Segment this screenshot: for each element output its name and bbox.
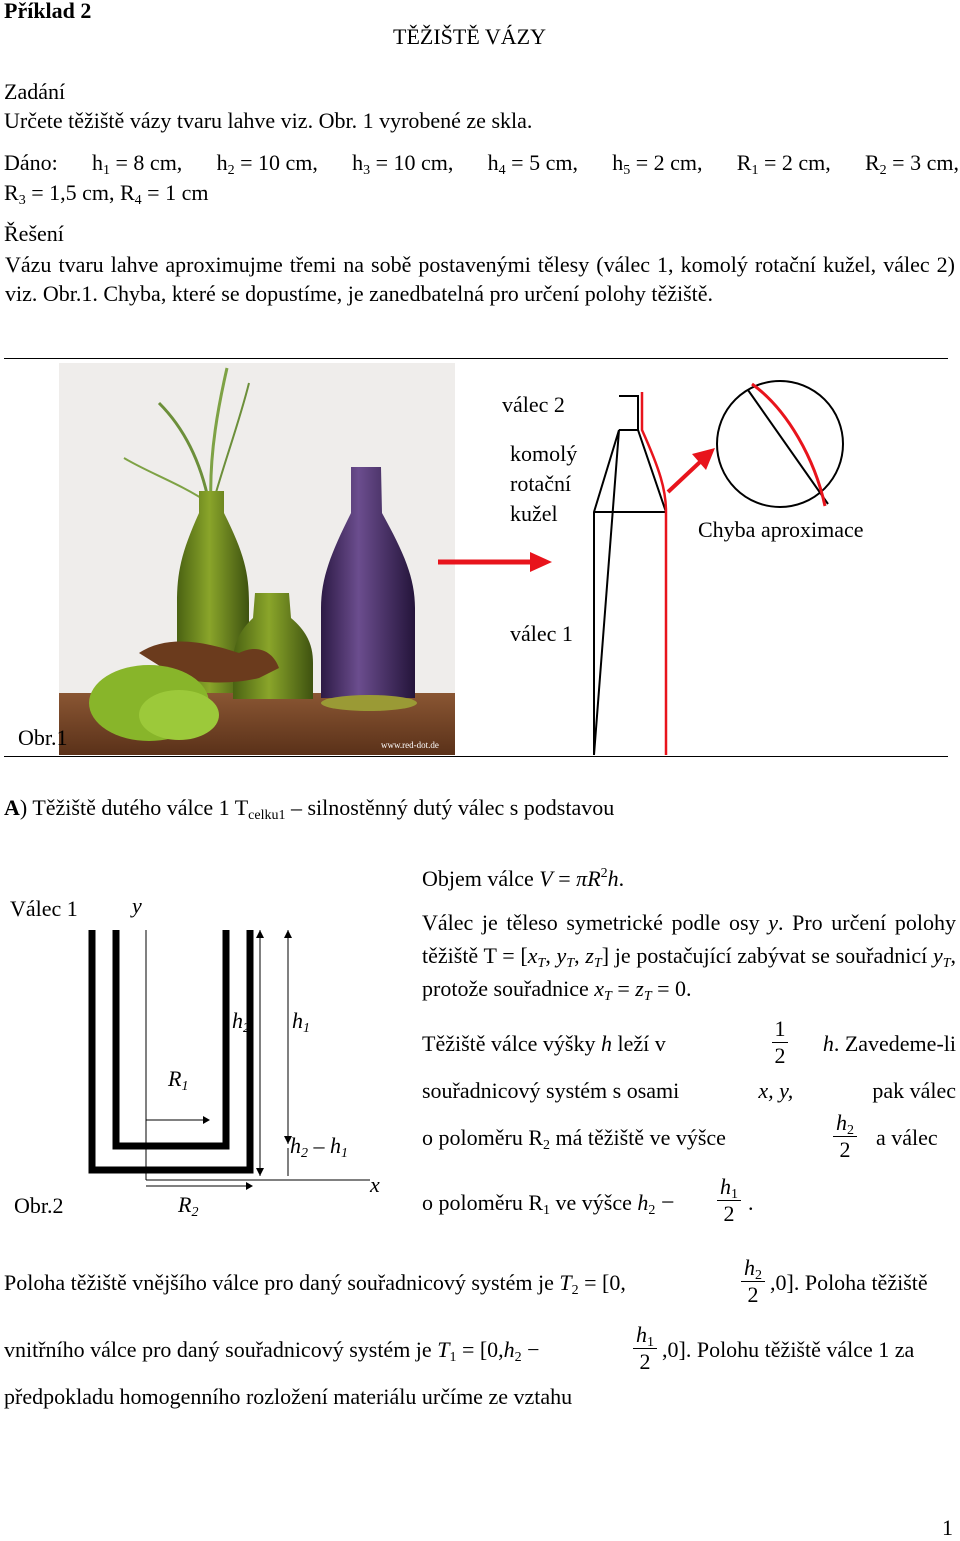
given-r4: R4 = 1 cm (119, 180, 209, 208)
given-r2: R2 = 3 cm, (864, 150, 959, 178)
error-circle (716, 380, 844, 508)
label-valec-1: válec 1 (510, 621, 573, 646)
label-r1: R1 (168, 1066, 189, 1094)
figure-bottom-rule (4, 756, 948, 757)
axis-x-label: x (370, 1172, 380, 1197)
given-h3: h3 = 10 cm, (352, 150, 454, 178)
centroid-line-2: souřadnicový systém s osami x, y, pak vá… (422, 1078, 956, 1103)
figure-2-title: Válec 1 (10, 896, 78, 921)
vase-photo: www.red-dot.de (59, 363, 455, 755)
label-h2-minus-h1: h2 – h1 (290, 1133, 348, 1161)
given-line-2: R3 = 1,5 cm, R4 = 1 cm (4, 180, 209, 208)
reseni-heading: Řešení (4, 221, 64, 246)
given-h2: h2 = 10 cm, (216, 150, 318, 178)
label-valec-2: válec 2 (502, 392, 565, 417)
given-label: Dáno: (4, 150, 58, 175)
outer-centroid-line-end: ,0]. Poloha těžiště (770, 1270, 928, 1295)
figure-2-caption: Obr.2 (14, 1193, 64, 1218)
outer-centroid-line: Poloha těžiště vnějšího válce pro daný s… (4, 1270, 626, 1298)
centroid-line-3a: o poloměru R2 má těžiště ve výšce (422, 1125, 726, 1153)
page-number: 1 (942, 1515, 953, 1540)
label-r2: R2 (178, 1192, 199, 1220)
given-r3: R3 = 1,5 cm, (4, 180, 115, 208)
figure-1-caption: Obr.1 (18, 725, 68, 750)
axis-y-label: y (132, 893, 142, 918)
section-a-heading: A) Těžiště dutého válce 1 Tcelku1 – siln… (4, 795, 615, 823)
page-title: TĚŽIŠTĚ VÁZY (393, 24, 546, 49)
given-line-1: Dáno: h1 = 8 cm, h2 = 10 cm, h3 = 10 cm,… (4, 150, 959, 178)
figure-top-rule (4, 358, 948, 359)
label-kuzel: komolý rotační kužel (510, 441, 578, 526)
homogeneous-line: předpokladu homogenního rozložení materi… (4, 1384, 573, 1409)
symmetry-paragraph: Válec je těleso symetrické podle osy y. … (422, 910, 957, 1004)
zadani-text: Určete těžiště vázy tvaru lahve viz. Obr… (4, 108, 533, 133)
centroid-line-1: Těžiště válce výšky h leží v h. Zavedeme… (422, 1031, 956, 1056)
centroid-line-4-end: . (748, 1190, 754, 1215)
label-chyba: Chyba aproximace (698, 517, 864, 542)
example-label: Příklad 2 (4, 0, 92, 23)
volume-formula: Objem válce V = πR2h. (422, 866, 625, 891)
hollow-cylinder-diagram (88, 930, 370, 1190)
given-r1: R1 = 2 cm, (736, 150, 831, 178)
label-h1: h1 (292, 1008, 310, 1036)
reseni-text: Vázu tvaru lahve aproximujme třemi na so… (5, 252, 955, 306)
given-h4: h4 = 5 cm, (487, 150, 578, 178)
centroid-line-3b: a válec (876, 1125, 938, 1150)
label-h2: h2 (232, 1008, 250, 1036)
bottle-schematic (438, 380, 844, 755)
inner-centroid-line-end: ,0]. Polohu těžiště válce 1 za (662, 1337, 915, 1362)
inner-centroid-line: vnitřního válce pro daný souřadnicový sy… (4, 1337, 540, 1365)
centroid-line-4: o poloměru R1 ve výšce h2 − (422, 1190, 675, 1218)
arrow-to-circle (666, 460, 702, 494)
given-h1: h1 = 8 cm, (92, 150, 183, 178)
photo-watermark: www.red-dot.de (381, 740, 439, 750)
given-h5: h5 = 2 cm, (612, 150, 703, 178)
zadani-heading: Zadání (4, 79, 66, 104)
